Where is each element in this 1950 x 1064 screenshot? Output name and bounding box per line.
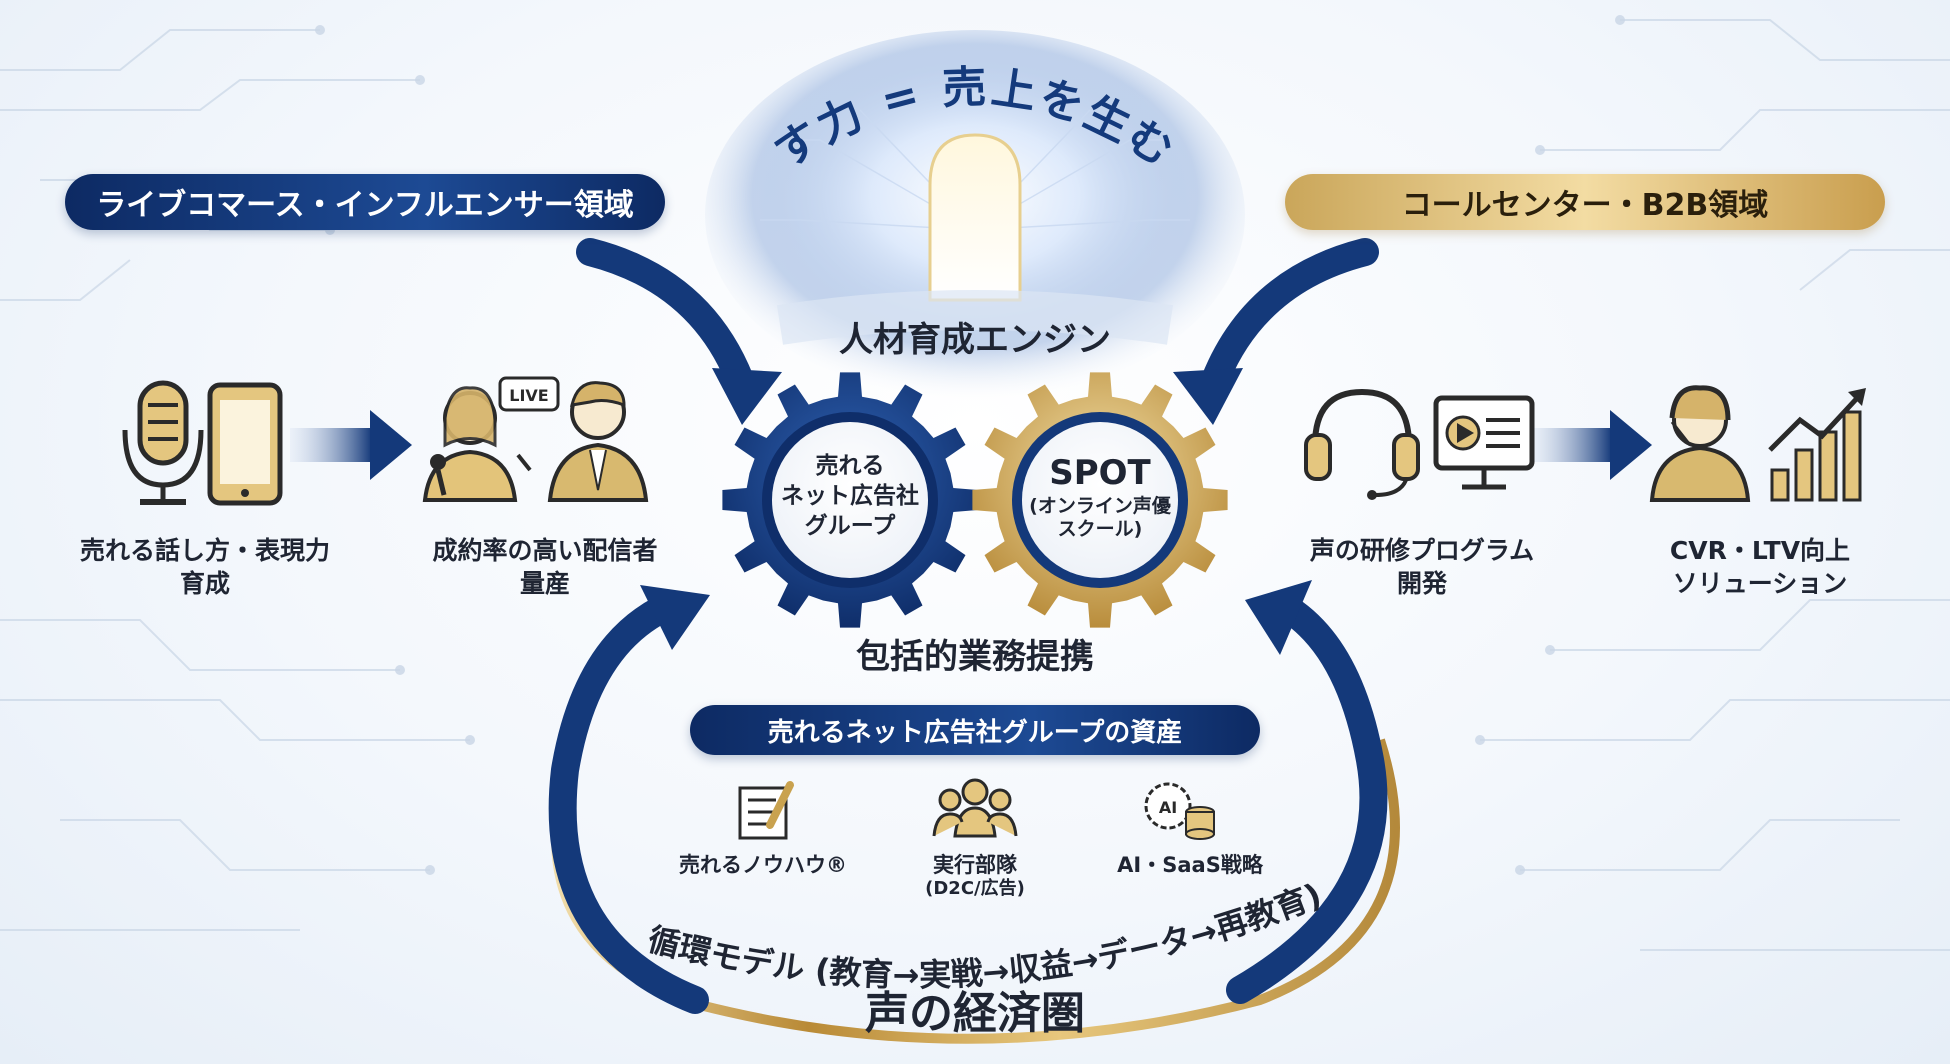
ai-badge: AI xyxy=(1159,798,1177,817)
microphone-smartphone-icon xyxy=(125,383,280,503)
left-domain-arrow xyxy=(590,252,740,380)
right-flow-label-1: 声の研修プログラム 開発 xyxy=(1262,535,1582,600)
right-domain-arrow xyxy=(1215,252,1365,380)
right-flow-2-line-2: ソリューション xyxy=(1610,568,1910,601)
gear-left-line-1: 売れる xyxy=(760,452,940,482)
left-domain-pill: ライブコマース・インフルエンサー領域 xyxy=(65,174,665,230)
document-pen-icon xyxy=(740,785,790,838)
right-flow-arrow xyxy=(1610,410,1652,480)
left-flow-label-2: 成約率の高い配信者 量産 xyxy=(385,535,705,600)
gear-left-line-2: ネット広告社 xyxy=(760,482,940,512)
asset-team-label: 実行部隊 (D2C/広告) xyxy=(880,852,1070,901)
left-flow-1-line-2: 育成 xyxy=(40,568,370,601)
live-badge: LIVE xyxy=(509,386,548,405)
left-flow-2-line-1: 成約率の高い配信者 xyxy=(385,535,705,568)
headset-monitor-icon xyxy=(1306,392,1532,500)
right-flow-1-line-2: 開発 xyxy=(1262,568,1582,601)
left-flow-2-line-2: 量産 xyxy=(385,568,705,601)
team-icon xyxy=(934,780,1016,836)
footer-title: 声の経済圏 xyxy=(775,985,1175,1042)
ai-gear-database-icon: AI xyxy=(1146,784,1214,839)
live-streamers-icon: LIVE xyxy=(425,378,646,500)
gear-right-text: SPOT (オンライン声優 スクール) xyxy=(1010,452,1190,542)
operator-growth-chart-icon xyxy=(1652,388,1866,500)
right-domain-pill: コールセンター・B2B領域 xyxy=(1285,174,1885,230)
left-flow-arrow xyxy=(370,410,412,480)
left-flow-1-line-1: 売れる話し方・表現力 xyxy=(40,535,370,568)
asset-team-line-1: 実行部隊 xyxy=(880,852,1070,878)
gear-right-line-1: (オンライン声優 xyxy=(1010,495,1190,519)
right-flow-label-2: CVR・LTV向上 ソリューション xyxy=(1610,535,1910,600)
assets-heading: 売れるネット広告社グループの資産 xyxy=(690,705,1260,755)
engine-label: 人材育成エンジン xyxy=(775,318,1175,362)
left-flow-label-1: 売れる話し方・表現力 育成 xyxy=(40,535,370,600)
asset-team-line-2: (D2C/広告) xyxy=(880,878,1070,901)
asset-ai-label: AI・SaaS戦略 xyxy=(1090,852,1290,879)
glowing-door-icon xyxy=(930,135,1020,300)
gear-left-line-3: グループ xyxy=(760,512,940,542)
gear-right-line-2: スクール) xyxy=(1010,518,1190,542)
right-flow-1-line-1: 声の研修プログラム xyxy=(1262,535,1582,568)
asset-knowhow-label: 売れるノウハウ® xyxy=(668,852,858,879)
partnership-label: 包括的業務提携 xyxy=(775,635,1175,679)
gear-left-text: 売れる ネット広告社 グループ xyxy=(760,452,940,542)
right-flow-2-line-1: CVR・LTV向上 xyxy=(1610,535,1910,568)
gear-right-title: SPOT xyxy=(1010,452,1190,495)
